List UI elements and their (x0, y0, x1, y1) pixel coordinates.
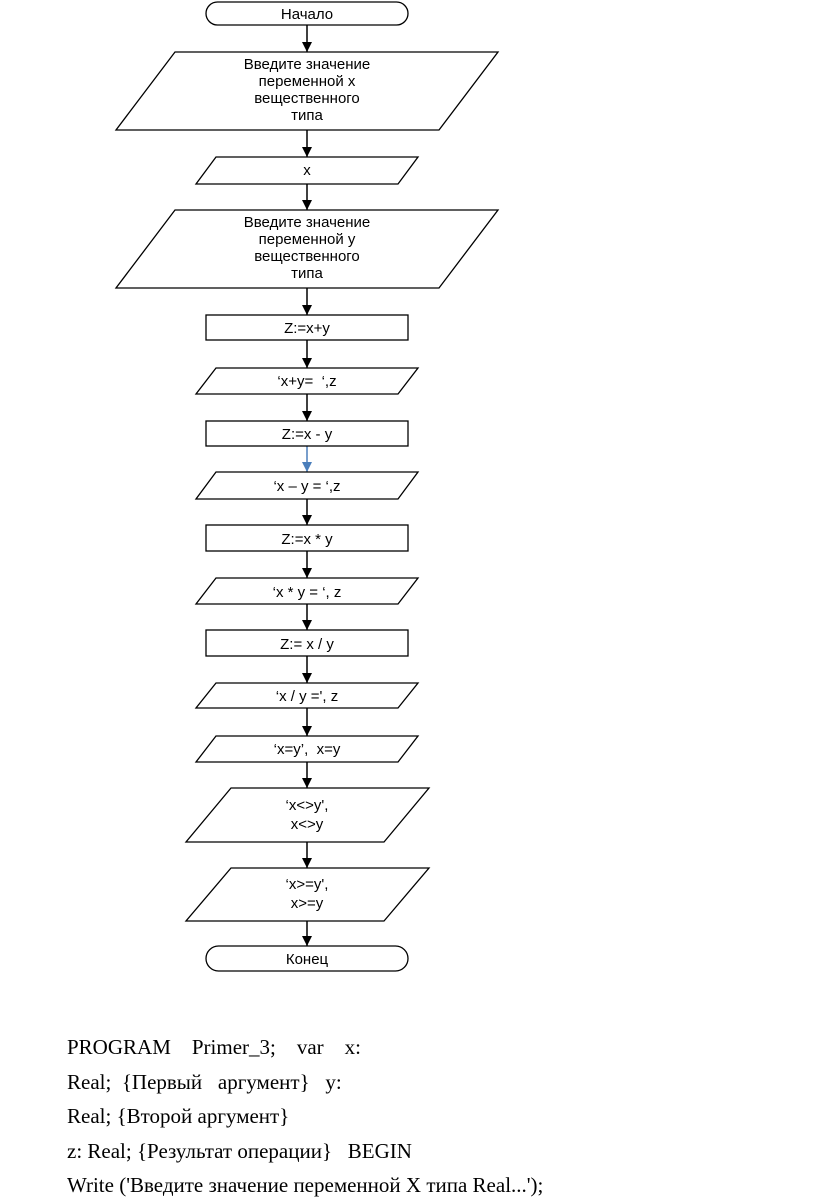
output-sum-block: ‘x+y= ‘,z (194, 367, 420, 395)
program-code: PROGRAM Primer_3; var x: Real; {Первый а… (67, 1030, 767, 1203)
output-gte-line: x>=y (291, 895, 324, 912)
input-x-block: x (194, 156, 420, 185)
assign-div-label: Z:= x / y (280, 636, 334, 653)
code-line: z: Real; {Результат операции} BEGIN (67, 1138, 412, 1163)
output-mul-block: ‘x * y = ‘, z (194, 577, 420, 605)
output-eq-block: ‘x=y’, x=y (194, 735, 420, 763)
end-terminator: Конец (205, 945, 409, 972)
input-y-prompt-line: Введите значение (244, 214, 371, 231)
input-y-prompt-line: переменной y (259, 231, 356, 248)
code-line: Real; {Первый аргумент} y: (67, 1069, 342, 1094)
code-line: Write ('Введите значение переменной X ти… (67, 1173, 544, 1197)
output-gte-block: ‘x>=y', x>=y (184, 867, 431, 922)
start-label: Начало (281, 6, 333, 23)
output-eq-label: ‘x=y’, x=y (274, 741, 341, 758)
assign-sum-label: Z:=x+y (284, 320, 330, 337)
code-line: Real; {Второй аргумент} (67, 1104, 290, 1128)
input-y-prompt-line: типа (291, 265, 323, 282)
output-neq-block: ‘x<>y', x<>y (184, 787, 431, 843)
input-x-prompt-line: переменной x (259, 73, 356, 90)
output-sum-label: ‘x+y= ‘,z (277, 373, 336, 390)
input-x-label: x (303, 162, 311, 179)
output-gte-line: ‘x>=y', (286, 876, 329, 893)
assign-mul-block: Z:=x * y (205, 524, 409, 552)
end-label: Конец (286, 951, 329, 968)
input-y-prompt-block: Введите значение переменной y вещественн… (114, 209, 500, 289)
output-neq-line: ‘x<>y', (286, 797, 329, 814)
start-terminator: Начало (205, 1, 409, 26)
output-diff-block: ‘x – y = ‘,z (194, 471, 420, 500)
input-x-prompt-block: Введите значение переменной x вещественн… (114, 51, 500, 131)
input-y-prompt-line: вещественного (254, 248, 360, 265)
code-line: PROGRAM Primer_3; var x: (67, 1035, 361, 1059)
output-div-label: ‘x / y =', z (276, 688, 338, 705)
input-x-prompt-line: Введите значение (244, 56, 371, 73)
assign-mul-label: Z:=x * y (281, 531, 333, 548)
output-div-block: ‘x / y =', z (194, 682, 420, 709)
assign-div-block: Z:= x / y (205, 629, 409, 657)
output-mul-label: ‘x * y = ‘, z (273, 584, 342, 601)
output-neq-line: x<>y (291, 816, 324, 833)
assign-diff-label: Z:=x - y (282, 426, 333, 443)
flowchart: Начало Введите значение переменной x вещ… (114, 1, 500, 972)
output-diff-label: ‘x – y = ‘,z (273, 478, 340, 495)
assign-diff-block: Z:=x - y (205, 420, 409, 447)
input-x-prompt-line: вещественного (254, 90, 360, 107)
input-x-prompt-line: типа (291, 107, 323, 124)
assign-sum-block: Z:=x+y (205, 314, 409, 341)
